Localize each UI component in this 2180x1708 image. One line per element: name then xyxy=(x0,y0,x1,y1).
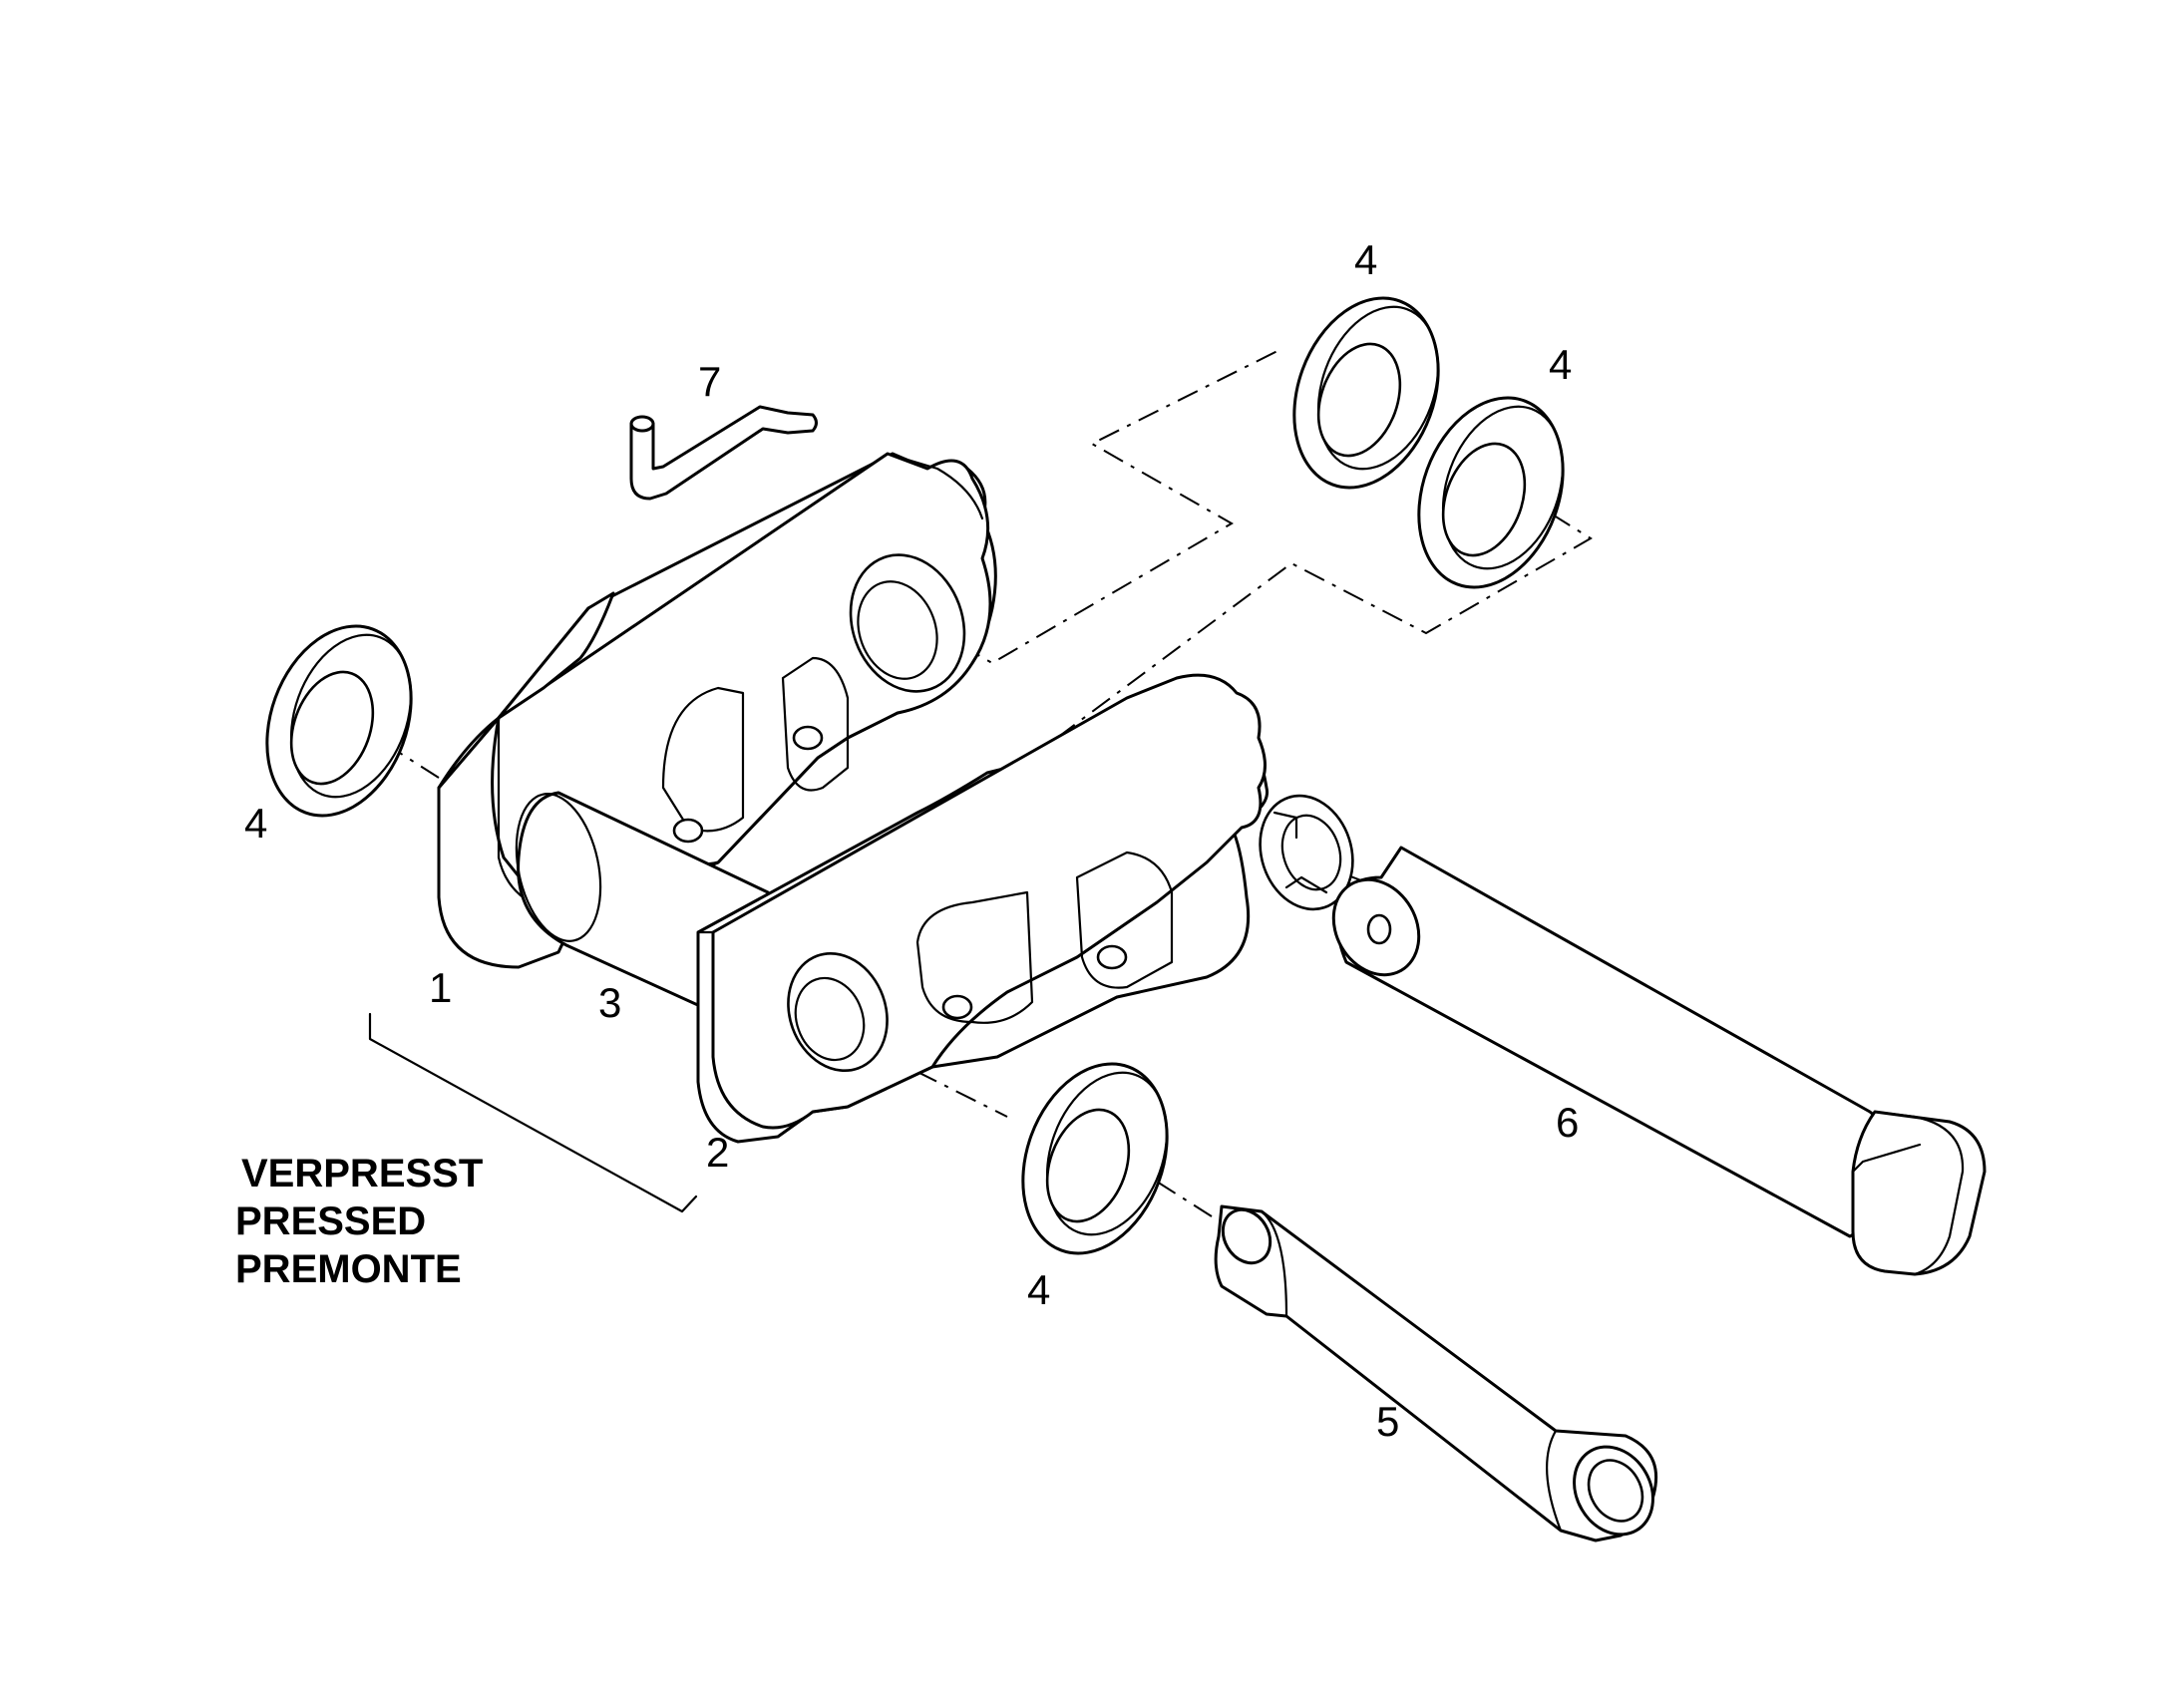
callout-bushing: 3 xyxy=(598,979,621,1026)
leader-front-bore xyxy=(877,1051,1008,1118)
pressed-bracket xyxy=(368,1012,698,1213)
callout-master-pin: 5 xyxy=(1376,1398,1399,1445)
callout-seal-bottom: 4 xyxy=(1027,1266,1050,1313)
note-line-german: VERPRESST xyxy=(241,1152,483,1196)
callout-lock-pin: 7 xyxy=(698,358,721,405)
leader-master-pin xyxy=(1156,1181,1213,1217)
lock-pin xyxy=(629,405,818,501)
track-pin xyxy=(1331,846,1987,1276)
leader-upper-seals xyxy=(1056,488,1593,739)
seal-top-a xyxy=(1292,296,1440,490)
callout-seal-top-a: 4 xyxy=(1354,236,1377,283)
callouts: 1 3 2 4 4 4 4 5 6 7 xyxy=(244,236,1579,1445)
seal-left xyxy=(265,624,413,818)
seal-top-b xyxy=(1417,396,1565,589)
seal-bottom xyxy=(1021,1062,1169,1255)
note-line-english: PRESSED xyxy=(235,1199,426,1243)
callout-link-right: 2 xyxy=(706,1129,729,1176)
master-pin xyxy=(1214,1204,1658,1542)
callout-track-pin: 6 xyxy=(1556,1099,1579,1146)
callout-seal-left: 4 xyxy=(244,800,267,847)
pressed-note: VERPRESST PRESSED PREMONTE xyxy=(235,1152,483,1291)
callout-seal-top-b: 4 xyxy=(1549,341,1572,388)
note-line-french: PREMONTE xyxy=(235,1247,462,1291)
link-right xyxy=(696,673,1354,1144)
callout-link-left: 1 xyxy=(429,964,452,1011)
